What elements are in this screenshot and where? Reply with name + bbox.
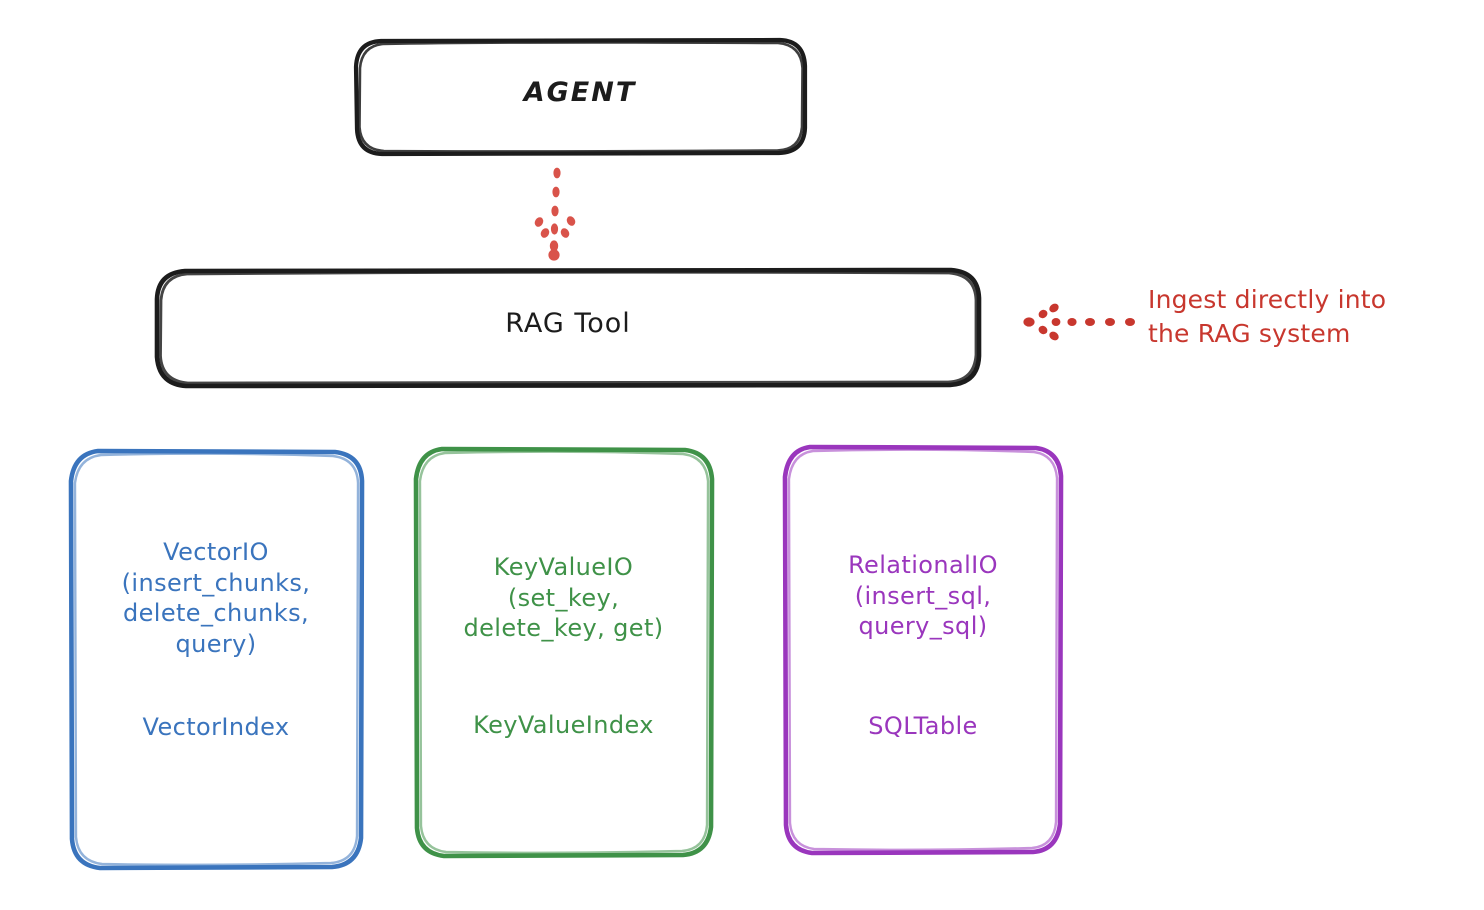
relational-io-box[interactable] <box>782 444 1064 856</box>
rag-tool-box[interactable] <box>154 267 982 389</box>
key-value-io-box[interactable] <box>413 446 715 859</box>
ingest-to-rag-arrow <box>1023 303 1135 341</box>
ingest-annotation-text: Ingest directly into the RAG system <box>1148 285 1387 348</box>
vector-io-box[interactable] <box>68 448 365 871</box>
agent-box[interactable] <box>353 37 808 157</box>
agent-to-rag-arrow <box>534 167 576 261</box>
